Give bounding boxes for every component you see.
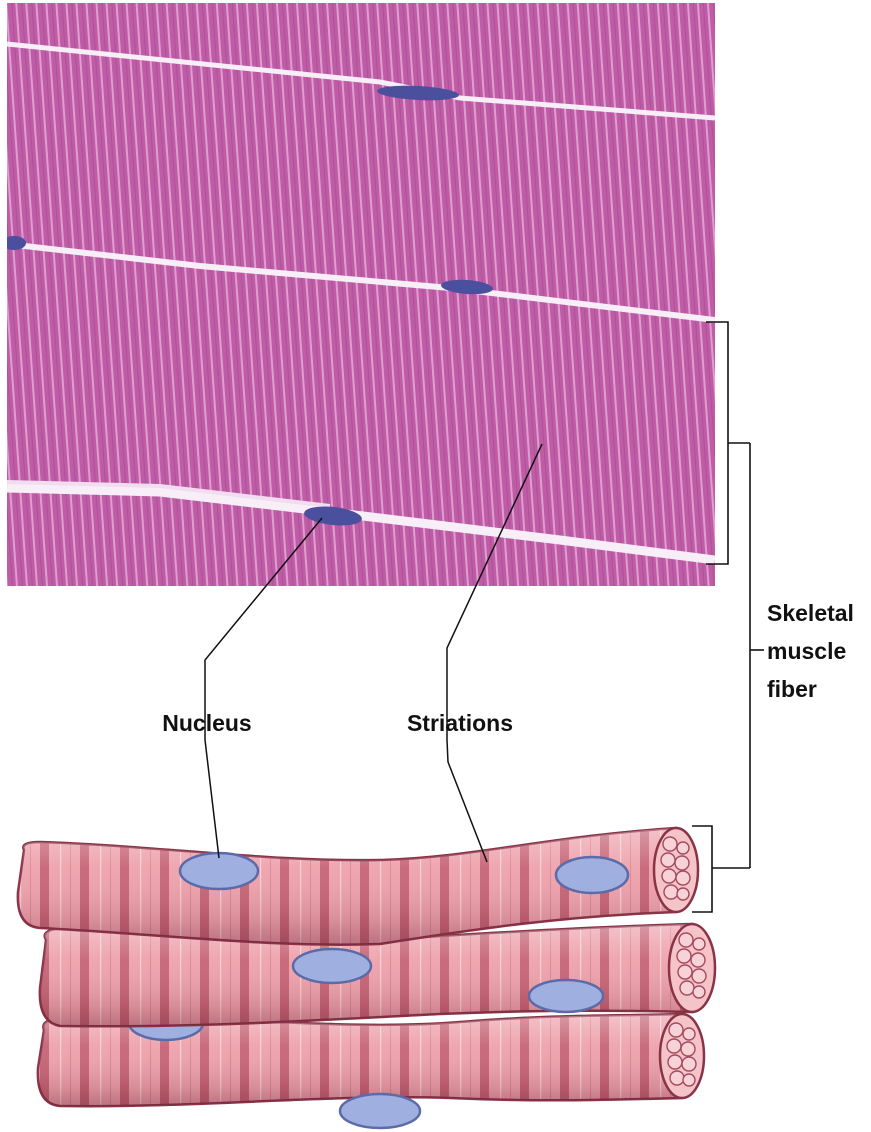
label-fiber-line2: muscle xyxy=(767,638,846,664)
drawn-nucleus xyxy=(293,949,371,983)
label-fiber-line3: fiber xyxy=(767,676,817,702)
micrograph-nucleus xyxy=(2,236,26,250)
drawn-nucleus xyxy=(180,853,258,889)
micrograph xyxy=(2,3,715,586)
drawn-nucleus xyxy=(340,1094,420,1128)
drawn-nucleus xyxy=(556,857,628,893)
label-fiber-line1: Skeletal xyxy=(767,600,854,626)
drawn-nucleus xyxy=(529,980,603,1012)
label-nucleus: Nucleus xyxy=(162,710,251,736)
label-striations: Striations xyxy=(407,710,513,736)
